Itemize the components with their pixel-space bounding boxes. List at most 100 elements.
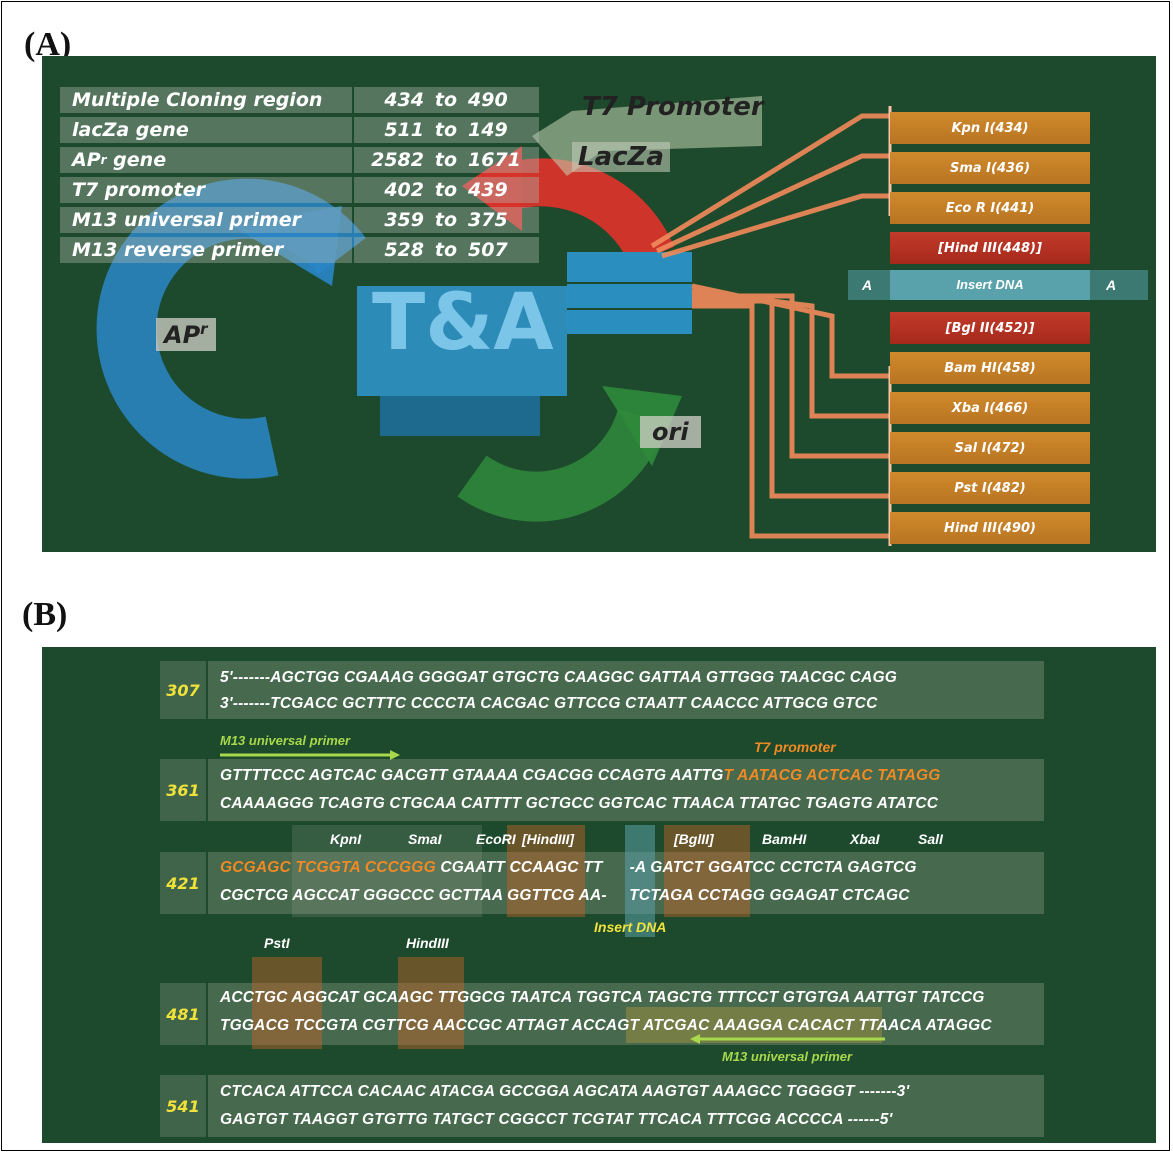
feature-from: 2582 [371,149,424,171]
feature-to: 149 [468,119,508,141]
ori-arrow [457,408,667,522]
feature-from: 434 [384,89,424,111]
enzyme-label: EcoRI [476,831,516,847]
site-connectors [650,113,890,539]
seq-block-307 [208,661,1044,719]
lacza-arrow-head [462,146,522,231]
apr-label: APr [156,318,216,351]
seq-421-top: GCGAGC TCGGTA CCCGGG CGAATT CCAAGC TT -A… [220,859,917,877]
insert-dna-seq-label: Insert DNA [594,919,667,935]
feature-name: T7 promoter [60,177,352,203]
seq-541-bottom: GAGTGT TAAGGT GTGTTG TATGCT CGGCCT TCGTA… [220,1111,893,1128]
hindiii-2-highlight [398,957,464,1049]
feature-name-text: lacZa gene [72,119,189,141]
bglii-highlight [664,825,750,917]
feature-name: M13 reverse primer [60,237,352,263]
mcs-block-1 [567,252,692,282]
feature-to-word: to [434,89,458,111]
restriction-site: [Hind III(448)] [890,232,1090,264]
position-541: 541 [160,1075,206,1137]
seq-block-481 [208,983,1044,1045]
apr-arrow-head [232,206,342,286]
enzyme-hindiii-481: HindIII [406,935,449,951]
psti-highlight [252,957,322,1049]
feature-to: 507 [468,239,508,261]
feature-from: 511 [384,119,424,141]
feature-name-text: M13 reverse primer [72,239,284,261]
seq-307-top: 5'-------AGCTGG CGAAAG GGGGAT GTGCTG CAA… [220,669,898,686]
enzyme-label: SmaI [408,831,442,847]
seq-421-top-mcs: GCGAGC TCGGTA CCCGGG [220,859,436,876]
feature-to-word: to [434,179,458,201]
feature-to-word: to [434,119,458,141]
feature-name-text: T7 promoter [72,179,206,201]
restriction-site: Bam HI(458) [890,352,1090,384]
lacza-label: LacZa [572,142,670,172]
feature-name-text: M13 universal primer [72,209,301,231]
seq-361-top-t7: T AATACG ACTCAC TATAGG [723,767,941,784]
seq-307-bottom: 3'-------TCGACC GCTTTC CCCCTA CACGAC GTT… [220,695,878,712]
seq-361-top: GTTTTCCC AGTCAC GACGTT GTAAAA CGACGG CCA… [220,767,941,785]
panel-b-label: (B) [22,596,68,633]
restriction-site: [Bgl II(452)] [890,312,1090,344]
feature-range: 528 to 507 [354,237,539,263]
insert-marker [625,825,655,937]
restriction-site: Pst I(482) [890,472,1090,504]
insert-a-right: A [1106,277,1117,293]
restriction-site: Hind III(490) [890,512,1090,544]
vector-map-graphics [96,96,892,546]
seq-481-bottom: TGGACG TCCGTA CGTTCG AACCGC ATTAGT ACCAG… [220,1017,992,1034]
feature-range: 511 to 149 [354,117,539,143]
feature-name-suffix: gene [106,149,167,171]
feature-name: M13 universal primer [60,207,352,233]
insert-a-left: A [862,277,873,293]
lacza-arrow [506,158,675,266]
restriction-site: Kpn I(434) [890,112,1090,144]
insert-dna-box: Insert DNA [890,270,1090,300]
feature-name-sup: r [100,153,107,167]
mcs-block-3 [567,310,692,334]
position-307: 307 [160,661,206,719]
enzyme-label: BamHI [762,831,807,847]
enzyme-label: [HindIII] [522,831,575,847]
seq-361-top-main: GTTTTCCC AGTCAC GACGTT GTAAAA CGACGG CCA… [220,767,724,784]
enzyme-label: KpnI [330,831,362,847]
feature-to-word: to [434,239,458,261]
hindiii-highlight [507,825,585,917]
sequence-panel: 307 361 421 481 541 5'-------AGCTGG CGAA… [42,647,1156,1143]
apr-label-sup: r [200,320,208,338]
feature-name-text: Multiple Cloning region [72,89,323,111]
apr-label-text: AP [164,321,201,349]
position-421: 421 [160,852,206,914]
restriction-site: Sma I(436) [890,152,1090,184]
seq-421-bottom: CGCTCG AGCCAT GGGCCC GCTTAA GGTTCG AA- T… [220,887,910,904]
feature-to: 375 [468,209,508,231]
feature-from: 528 [384,239,424,261]
feature-name-text: AP [72,149,101,171]
m13-universal-primer-label: M13 universal primer [220,733,351,748]
feature-from: 359 [384,209,424,231]
feature-to-word: to [434,149,458,171]
enzyme-psti: PstI [264,935,290,951]
restriction-site: Sal I(472) [890,432,1090,464]
seq-481-top: ACCTGC AGGCAT GCAAGC TTGGCG TAATCA TGGTC… [220,989,985,1006]
apr-arrow [96,178,366,479]
enzyme-label: [BglII] [674,831,714,847]
seq-block-361 [208,759,1044,821]
m13-universal-arrow [220,750,400,760]
seq-361-bottom: CAAAAGGG TCAGTG CTGCAA CATTTT GCTGCC GGT… [220,795,939,812]
ta-logo-shadow [380,396,540,436]
t7-promoter-label: T7 Promoter [582,92,764,122]
feature-from: 402 [384,179,424,201]
enzyme-label: XbaI [850,831,880,847]
enzyme-label: SalI [918,831,943,847]
m13-reverse-highlight [626,1007,882,1043]
feature-to-word: to [434,209,458,231]
feature-name: lacZa gene [60,117,352,143]
seq-541-top: CTCACA ATTCCA CACAAC ATACGA GCCGGA AGCAT… [220,1083,910,1100]
ta-logo-box [357,286,567,396]
